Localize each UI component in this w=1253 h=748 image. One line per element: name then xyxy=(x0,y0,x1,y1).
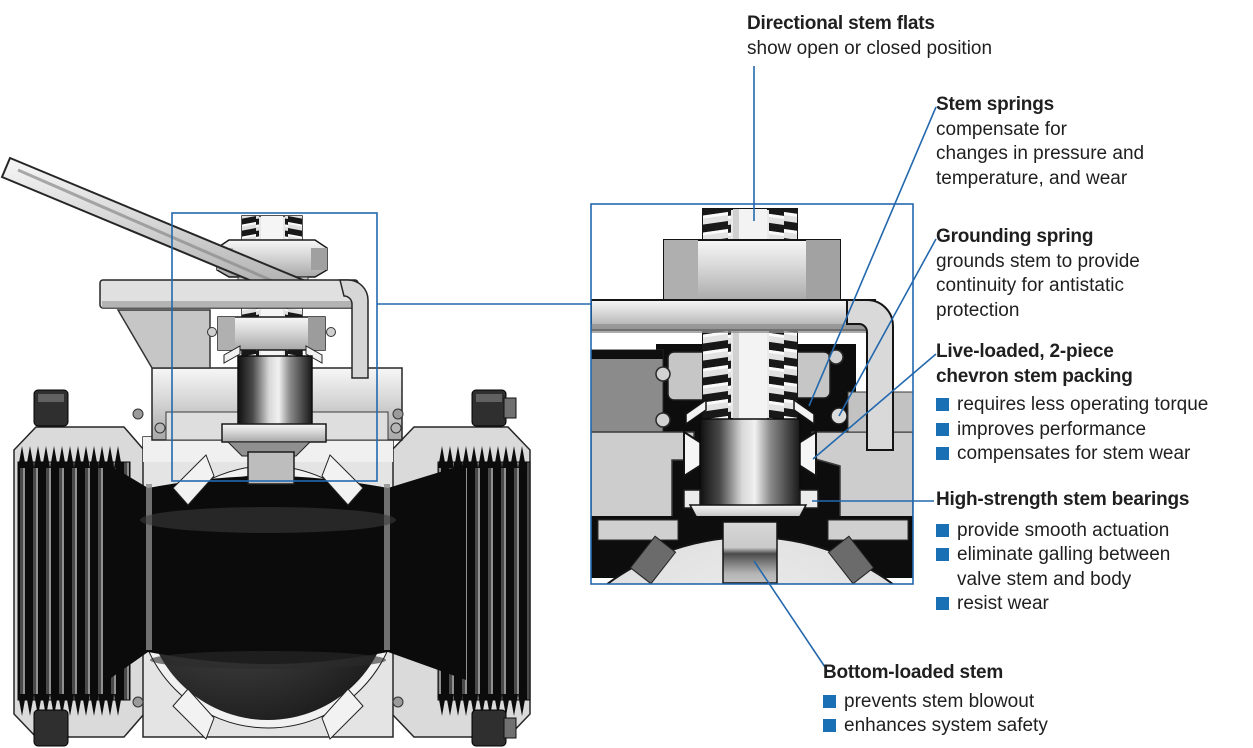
bullet-item: provide smooth actuation xyxy=(936,519,1189,544)
bullet-text: improves performance xyxy=(957,418,1147,440)
bullet-text: eliminate galling between xyxy=(957,544,1171,565)
bullet-text-continuation: valve stem and body xyxy=(957,568,1132,590)
bullet-item: resist wear xyxy=(936,592,1189,617)
callout-text: protection xyxy=(936,299,1020,321)
callout-bottom-loaded-stem: Bottom-loaded stem prevents stem blowout… xyxy=(823,661,1048,739)
callout-text: show open or closed position xyxy=(747,37,993,59)
leader-line-chevron-packing xyxy=(812,353,937,460)
callout-title: Grounding spring xyxy=(936,226,1094,247)
body-bolt-icons xyxy=(33,389,517,747)
callout-chevron-stem-packing: Live-loaded, 2-piece chevron stem packin… xyxy=(936,340,1208,467)
bullet-text: enhances system safety xyxy=(844,715,1048,736)
bullet-item: prevents stem blowout xyxy=(823,690,1048,715)
zoom-source-box xyxy=(171,212,378,482)
callout-title: Live-loaded, 2-piece xyxy=(936,341,1114,362)
callout-text: changes in pressure and xyxy=(936,143,1145,164)
bullet-item: requires less operating torque xyxy=(936,393,1208,418)
callout-grounding-spring: Grounding spring grounds stem to provide… xyxy=(936,225,1140,323)
ball-valve-cutaway-illustration xyxy=(0,156,531,747)
leader-line-stem-springs xyxy=(808,106,937,407)
zoom-annotation-overlays xyxy=(171,66,937,671)
bullet-item: compensates for stem wear xyxy=(936,442,1208,467)
leader-line-bottom-loaded-stem xyxy=(753,560,828,671)
callout-title: Bottom-loaded stem xyxy=(823,662,1004,683)
bullet-text: provide smooth actuation xyxy=(957,519,1170,541)
bullet-text: requires less operating torque xyxy=(957,394,1209,415)
stem-detail-zoom-illustration xyxy=(591,204,913,584)
square-bullet-icon xyxy=(823,719,836,732)
bullet-text: compensates for stem wear xyxy=(957,443,1191,464)
callout-text: temperature, and wear xyxy=(936,167,1128,189)
square-bullet-icon xyxy=(936,447,949,460)
bullet-item: enhances system safety xyxy=(823,714,1048,739)
callout-title: Directional stem flats xyxy=(747,13,935,34)
square-bullet-icon xyxy=(936,548,949,561)
callout-title: High-strength stem bearings xyxy=(936,489,1190,510)
callout-text: grounds stem to provide xyxy=(936,250,1140,272)
square-bullet-icon xyxy=(936,597,949,610)
leader-line-grounding-spring xyxy=(838,238,937,417)
callout-directional-stem-flats: Directional stem flats show open or clos… xyxy=(747,12,992,61)
handle-lever xyxy=(0,156,369,379)
square-bullet-icon xyxy=(936,398,949,411)
square-bullet-icon xyxy=(823,694,836,708)
callout-text: continuity for antistatic xyxy=(936,275,1124,296)
callout-text: compensate for xyxy=(936,118,1067,140)
bullet-text: resist wear xyxy=(957,593,1049,614)
seat-wedge-icons xyxy=(172,454,364,740)
square-bullet-icon xyxy=(936,422,949,436)
bullet-text: prevents stem blowout xyxy=(844,690,1035,712)
callout-title: Stem springs xyxy=(936,94,1054,115)
callout-stem-bearings: High-strength stem bearings provide smoo… xyxy=(936,488,1189,617)
callout-title: chevron stem packing xyxy=(936,365,1133,387)
zoom-detail-box xyxy=(590,203,914,585)
bullet-item: improves performance xyxy=(936,418,1208,443)
bullet-item: eliminate galling between xyxy=(936,543,1189,568)
square-bullet-icon xyxy=(936,523,949,537)
callout-stem-springs: Stem springs compensate for changes in p… xyxy=(936,93,1144,191)
